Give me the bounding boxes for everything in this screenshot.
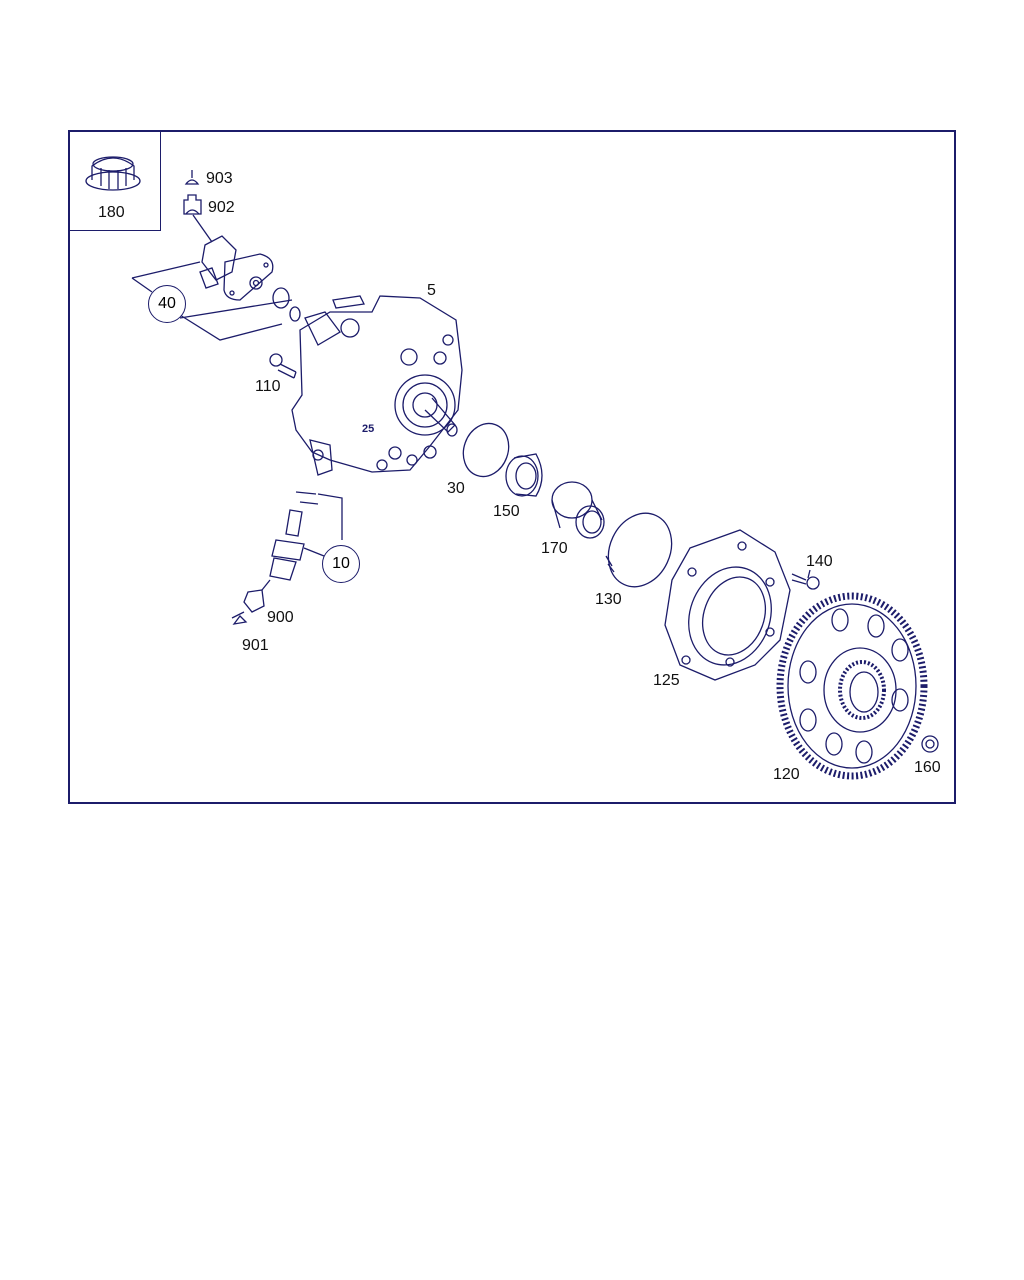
label-30: 30 (447, 480, 465, 497)
inset-box-part-180 (68, 130, 161, 231)
label-900: 900 (267, 609, 294, 626)
part-30-o-ring[interactable] (456, 417, 516, 483)
label-5: 5 (427, 282, 436, 299)
part-120-gear[interactable] (776, 592, 928, 780)
part-902-symbol-icon (183, 194, 202, 215)
diagram-frame (68, 130, 956, 804)
leader-902 (192, 214, 213, 243)
part-170-bearing[interactable] (551, 481, 605, 539)
leader-900 (261, 579, 271, 591)
part-5-pump-body[interactable] (291, 295, 463, 476)
leader-10 (303, 493, 343, 557)
label-130: 130 (595, 591, 622, 608)
label-110: 110 (255, 378, 281, 395)
label-140: 140 (806, 553, 833, 570)
label-40-circle: 40 (148, 285, 186, 323)
part-160-nut[interactable] (921, 735, 939, 753)
part-40-valve[interactable] (199, 235, 301, 322)
label-125: 125 (653, 672, 680, 689)
label-120: 120 (773, 766, 800, 783)
part-901-symbol-icon (231, 611, 248, 625)
part-140-bolt[interactable] (791, 573, 820, 590)
label-150: 150 (493, 503, 520, 520)
part-130-circlip[interactable] (597, 503, 683, 597)
part-150-seal[interactable] (505, 453, 543, 497)
label-10-circle: 10 (322, 545, 360, 583)
part-110-bolt[interactable] (269, 353, 297, 379)
leader-40 (131, 261, 293, 341)
label-170: 170 (541, 540, 568, 557)
part-903-symbol-icon (184, 170, 200, 185)
part-10-sensor[interactable] (269, 491, 319, 581)
label-180: 180 (98, 204, 125, 221)
label-901: 901 (242, 637, 269, 654)
label-160: 160 (914, 759, 941, 776)
part-125-flange[interactable] (664, 529, 791, 681)
leader-140 (807, 569, 811, 579)
label-902: 902 (208, 199, 235, 216)
part-900-connector-icon (243, 589, 265, 613)
part-180-cap[interactable] (85, 156, 141, 191)
label-903: 903 (206, 170, 233, 187)
pump-marking: 25 (362, 423, 374, 435)
